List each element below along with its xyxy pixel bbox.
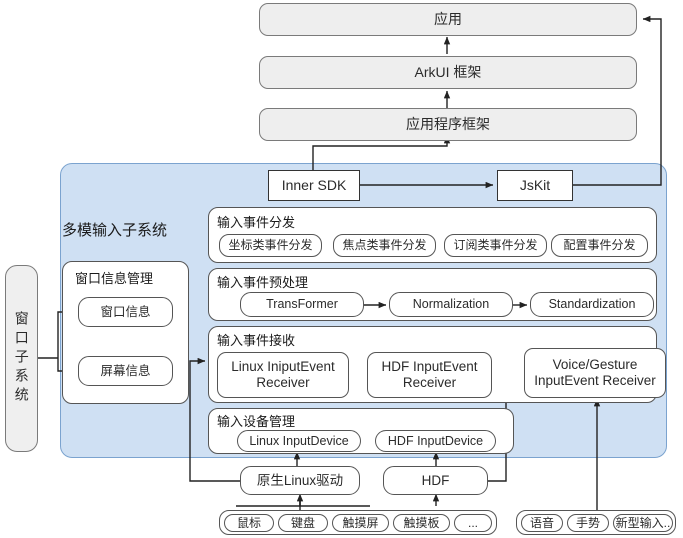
chip-standardization[interactable]: Standardization (530, 292, 654, 317)
chip-coordinate-dispatch[interactable]: 坐标类事件分发 (219, 234, 322, 257)
group-event-preprocess-title: 输入事件预处理 (217, 275, 309, 290)
window-subsystem-label: 窗口子系统 (13, 311, 30, 406)
chip-hdf-inputdevice[interactable]: HDF InputDevice (375, 430, 496, 452)
chip-screen-info[interactable]: 屏幕信息 (78, 356, 173, 386)
chip-normalization-label: Normalization (412, 297, 490, 312)
device-voice[interactable]: 语音 (521, 514, 563, 532)
chip-normalization[interactable]: Normalization (389, 292, 513, 317)
jskit-box[interactable]: JsKit (497, 170, 573, 201)
jskit-label: JsKit (519, 177, 551, 194)
group-event-preprocess-label: 输入事件预处理 (217, 272, 308, 291)
group-event-receive-title: 输入事件接收 (217, 333, 296, 348)
chip-window-info-label: 窗口信息 (100, 304, 151, 319)
device-touchscreen-label: 触摸屏 (342, 515, 379, 530)
group-device-manage-label: 输入设备管理 (217, 411, 295, 430)
inner-sdk-box[interactable]: Inner SDK (268, 170, 360, 201)
layer-arkui-framework-label: ArkUI 框架 (414, 64, 482, 81)
group-window-info-title: 窗口信息管理 (75, 271, 154, 286)
device-new-input[interactable]: 新型输入.. (613, 514, 673, 532)
chip-screen-info-label: 屏幕信息 (100, 363, 151, 378)
device-more-label: ... (467, 515, 478, 530)
group-window-info-label: 窗口信息管理 (75, 268, 153, 287)
chip-hdf-inputdevice-label: HDF InputDevice (387, 433, 484, 448)
device-touchpad-label: 触摸板 (403, 515, 440, 530)
chip-focus-dispatch-label: 焦点类事件分发 (342, 238, 427, 253)
group-device-manage-title: 输入设备管理 (217, 414, 296, 429)
device-gesture-label: 手势 (575, 515, 600, 530)
group-event-dispatch-title: 输入事件分发 (217, 215, 296, 230)
chip-coordinate-dispatch-label: 坐标类事件分发 (228, 238, 313, 253)
panel-title-label: 多模输入子系统 (62, 222, 168, 239)
driver-native-linux-label: 原生Linux驱动 (256, 472, 344, 488)
inner-sdk-label: Inner SDK (281, 177, 347, 194)
device-touchscreen[interactable]: 触摸屏 (332, 514, 389, 532)
layer-arkui-framework[interactable]: ArkUI 框架 (259, 56, 637, 89)
chip-transformer-label: TransFormer (266, 297, 338, 312)
group-event-dispatch-label: 输入事件分发 (217, 212, 295, 231)
chip-config-dispatch[interactable]: 配置事件分发 (551, 234, 648, 257)
device-touchpad[interactable]: 触摸板 (393, 514, 450, 532)
panel-title: 多模输入子系统 (62, 219, 222, 240)
recv-hdf-inputevent[interactable]: HDF InputEvent Receiver (367, 352, 492, 398)
recv-linux-inputevent[interactable]: Linux IniputEvent Receiver (217, 352, 349, 398)
driver-hdf[interactable]: HDF (383, 466, 488, 495)
driver-native-linux[interactable]: 原生Linux驱动 (240, 466, 360, 495)
device-keyboard[interactable]: 键盘 (278, 514, 328, 532)
recv-linux-inputevent-label: Linux IniputEvent Receiver (231, 359, 335, 390)
chip-subscribe-dispatch-label: 订阅类事件分发 (453, 238, 538, 253)
recv-hdf-inputevent-label: HDF InputEvent Receiver (381, 359, 478, 390)
recv-voice-gesture-inputevent-label: Voice/Gesture InputEvent Receiver (534, 357, 656, 388)
layer-app-framework[interactable]: 应用程序框架 (259, 108, 637, 141)
layer-application-label: 应用 (434, 11, 462, 28)
device-new-input-label: 新型输入.. (615, 515, 671, 530)
chip-linux-inputdevice-label: Linux InputDevice (249, 433, 349, 448)
chip-focus-dispatch[interactable]: 焦点类事件分发 (333, 234, 436, 257)
chip-transformer[interactable]: TransFormer (240, 292, 364, 317)
driver-hdf-label: HDF (421, 472, 450, 488)
layer-app-framework-label: 应用程序框架 (406, 116, 490, 133)
chip-linux-inputdevice[interactable]: Linux InputDevice (237, 430, 361, 452)
recv-voice-gesture-inputevent[interactable]: Voice/Gesture InputEvent Receiver (524, 348, 666, 398)
device-mouse[interactable]: 鼠标 (224, 514, 274, 532)
layer-application[interactable]: 应用 (259, 3, 637, 36)
device-more[interactable]: ... (454, 514, 492, 532)
device-mouse-label: 鼠标 (236, 515, 261, 530)
group-event-receive-label: 输入事件接收 (217, 330, 295, 349)
device-voice-label: 语音 (529, 515, 554, 530)
chip-config-dispatch-label: 配置事件分发 (563, 238, 636, 253)
chip-standardization-label: Standardization (548, 297, 636, 312)
chip-window-info[interactable]: 窗口信息 (78, 297, 173, 327)
device-gesture[interactable]: 手势 (567, 514, 609, 532)
device-keyboard-label: 键盘 (290, 515, 315, 530)
window-subsystem-box[interactable]: 窗口子系统 (5, 265, 38, 452)
chip-subscribe-dispatch[interactable]: 订阅类事件分发 (444, 234, 547, 257)
